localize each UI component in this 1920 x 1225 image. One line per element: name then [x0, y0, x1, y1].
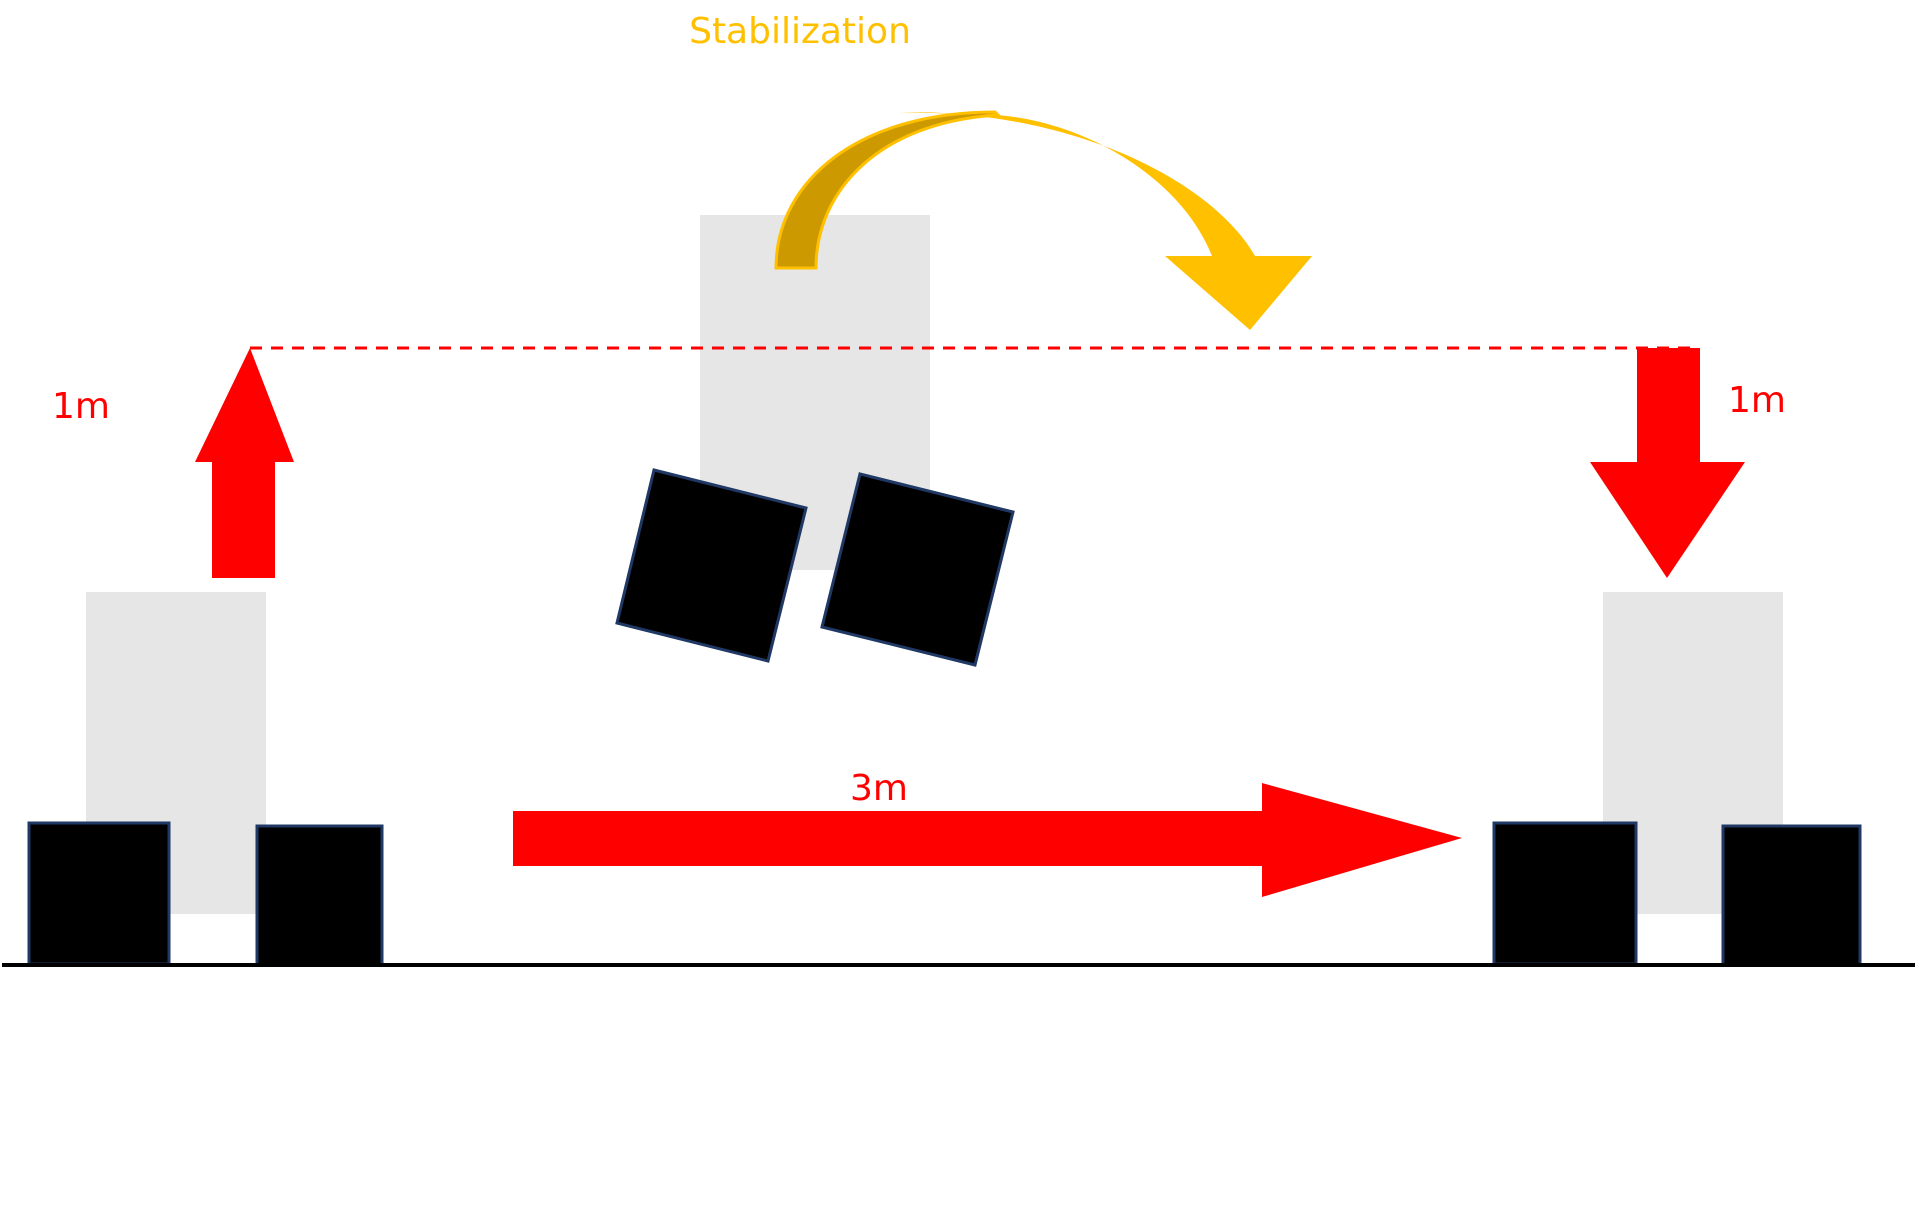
block-end-1 [1492, 821, 1638, 966]
right-drop-label: 1m [1728, 380, 1786, 421]
right-arrow-icon [513, 783, 1462, 897]
tilted-block-left [615, 468, 808, 663]
block-end-2 [1721, 824, 1862, 967]
travel-label: 3m [850, 768, 908, 809]
diagram-title: Stabilization [689, 11, 911, 52]
block-start-2 [255, 824, 384, 967]
tilted-block-right [820, 472, 1015, 667]
rotation-arrow-icon [774, 110, 1312, 330]
down-arrow-icon [1590, 348, 1745, 578]
block-start-1 [27, 821, 171, 966]
left-lift-label: 1m [52, 386, 110, 427]
up-arrow-icon [195, 348, 294, 578]
